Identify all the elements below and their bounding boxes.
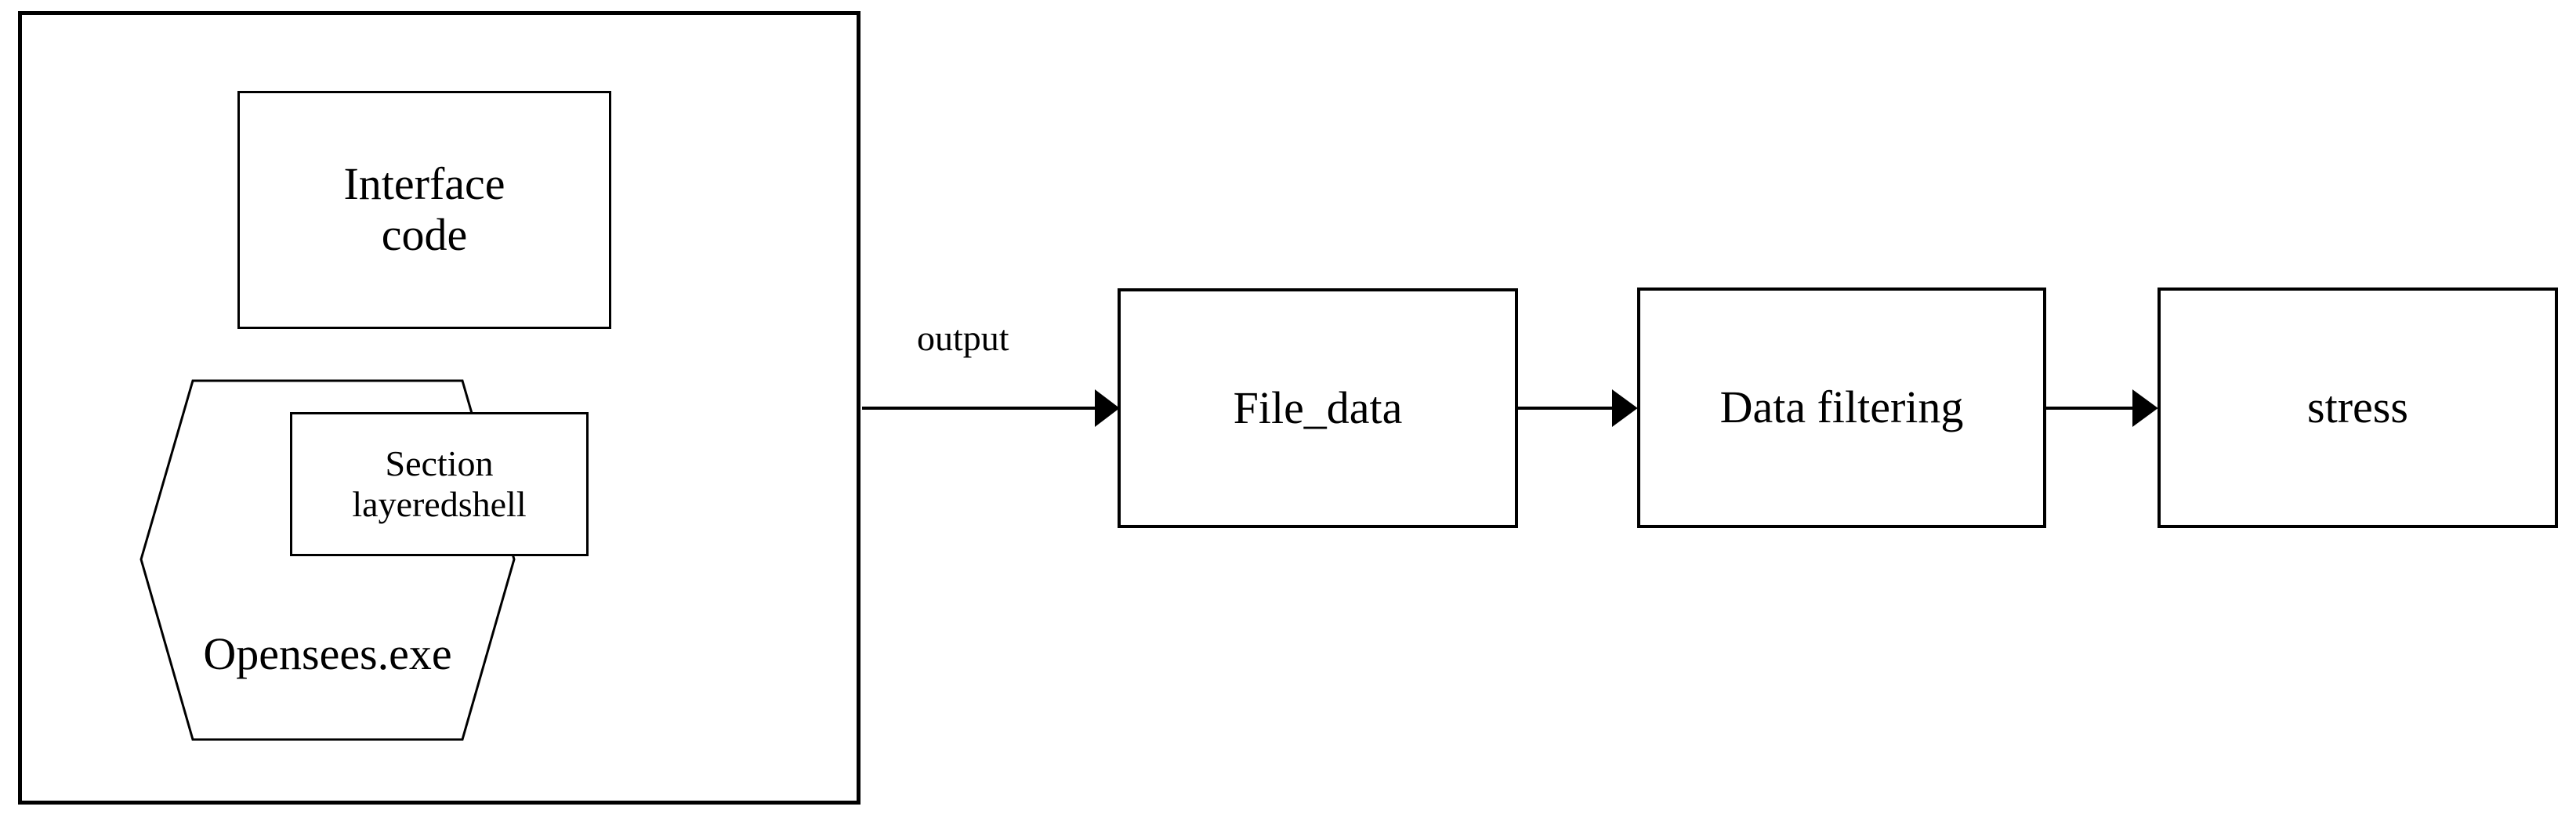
node-stress[interactable]	[2158, 288, 2558, 528]
arrow-output	[862, 389, 1120, 428]
node-data-filtering[interactable]	[1637, 288, 2046, 528]
node-interface-code[interactable]	[237, 91, 611, 329]
edge-label-output: output	[917, 318, 1009, 359]
arrow-file-data-to-filtering	[1518, 389, 1638, 427]
arrow-filtering-to-stress	[2046, 389, 2158, 427]
node-file-data[interactable]	[1118, 288, 1518, 528]
node-section-layeredshell[interactable]	[290, 412, 589, 556]
